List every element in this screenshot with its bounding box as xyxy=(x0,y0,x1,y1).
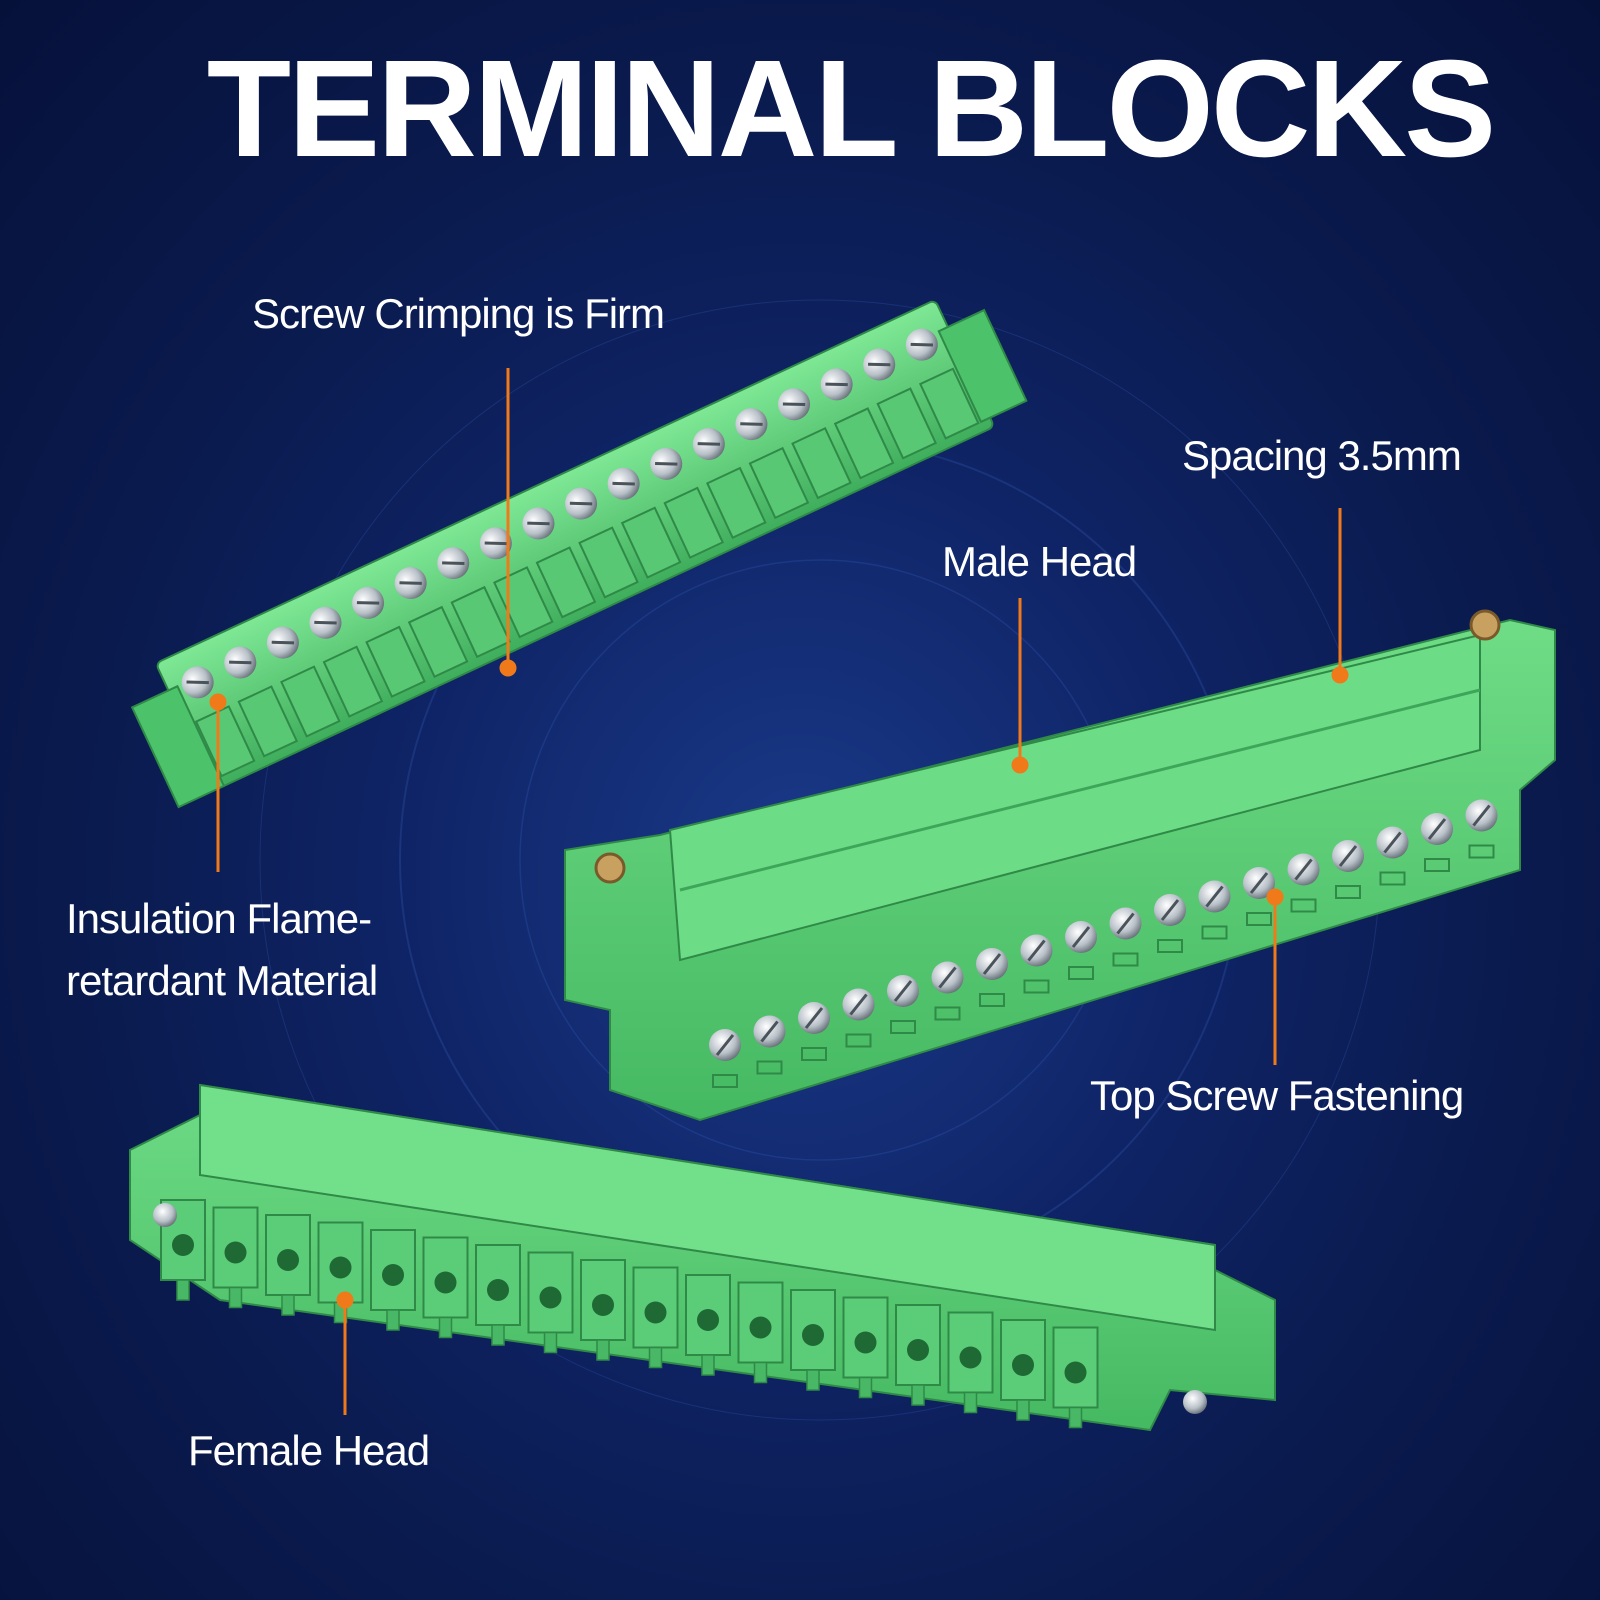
socket-hole-icon xyxy=(802,1324,824,1346)
socket-hole-icon xyxy=(1012,1354,1034,1376)
pin-housing xyxy=(194,705,256,778)
socket-hole-icon xyxy=(277,1249,299,1271)
page-title: TERMINAL BLOCKS xyxy=(206,32,1496,186)
connector-top-left xyxy=(130,300,1028,809)
female-socket xyxy=(842,1296,889,1379)
pin-housing xyxy=(876,387,938,460)
socket-hole-icon xyxy=(644,1301,667,1324)
label-male-head: Male Head xyxy=(942,538,1137,585)
socket-hole-icon xyxy=(907,1339,929,1361)
socket-hole-icon xyxy=(382,1264,404,1286)
connector-bottom xyxy=(129,1083,1276,1432)
label-screw-crimping: Screw Crimping is Firm xyxy=(252,290,665,337)
socket-hole-icon xyxy=(539,1286,562,1309)
socket-hole-icon xyxy=(697,1309,719,1331)
label-spacing: Spacing 3.5mm xyxy=(1182,432,1462,479)
socket-hole-icon xyxy=(592,1294,614,1316)
label-insulation-line1: Insulation Flame- xyxy=(66,895,372,942)
label-insulation-line2: retardant Material xyxy=(66,957,378,1004)
label-top-screw: Top Screw Fastening xyxy=(1090,1072,1464,1119)
connector-middle-right xyxy=(564,609,1556,1122)
socket-hole-icon xyxy=(172,1234,194,1256)
socket-hole-icon xyxy=(224,1241,247,1264)
pin-housing xyxy=(237,685,299,758)
callouts xyxy=(209,368,1349,1415)
pin-housing xyxy=(918,367,980,440)
pin-housing xyxy=(620,506,682,579)
pin-housing xyxy=(280,665,341,738)
label-female-head: Female Head xyxy=(188,1427,430,1474)
socket-hole-icon xyxy=(434,1271,457,1294)
pin-housing xyxy=(705,466,767,540)
pin-housing xyxy=(578,526,639,599)
socket-hole-icon xyxy=(329,1256,352,1279)
socket-hole-icon xyxy=(487,1279,509,1301)
pin-housing xyxy=(663,486,725,559)
socket-hole-icon xyxy=(959,1346,982,1369)
pin-housing xyxy=(322,645,384,718)
pin-housing xyxy=(748,446,810,520)
pin-housing xyxy=(833,407,895,480)
socket-hole-icon xyxy=(854,1331,877,1354)
pin-housing xyxy=(791,427,852,500)
socket-hole-icon xyxy=(749,1316,772,1339)
pin-housing xyxy=(407,605,469,679)
pin-housing xyxy=(365,625,426,698)
socket-hole-icon xyxy=(1064,1361,1087,1384)
pin-housing xyxy=(535,546,597,619)
pin-housing xyxy=(450,585,512,659)
